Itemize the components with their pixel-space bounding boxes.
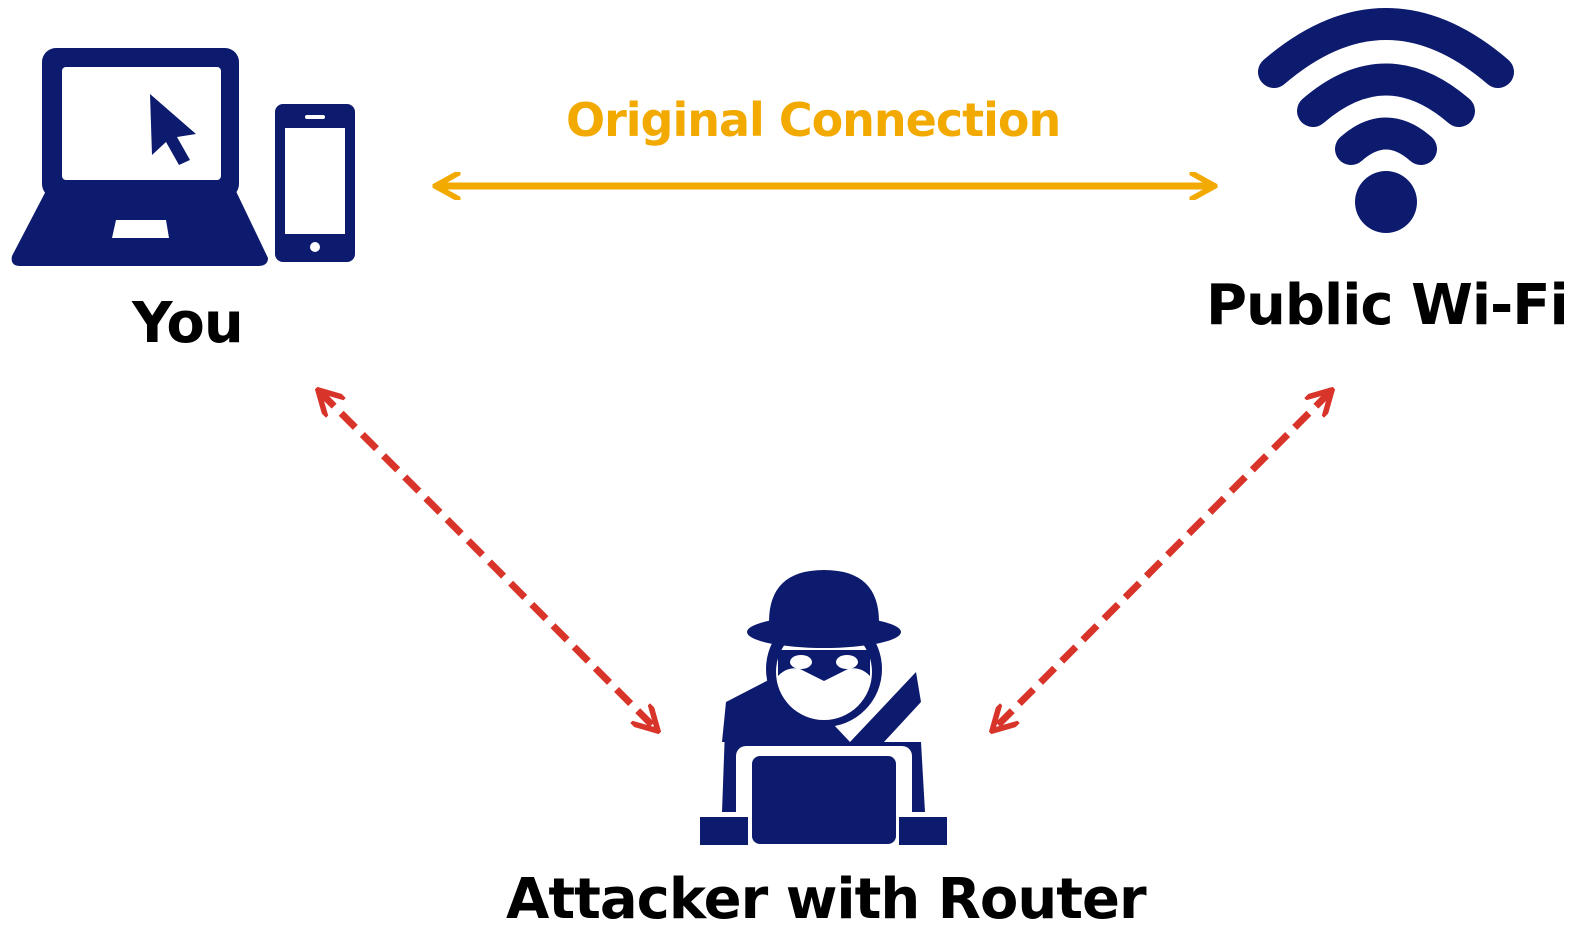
you-label: You: [132, 291, 244, 356]
original-connection-label: Original Connection: [566, 93, 1061, 147]
public-wifi-label: Public Wi-Fi: [1206, 273, 1569, 338]
laptop-icon: [11, 48, 269, 266]
smartphone-icon: [275, 104, 355, 262]
wifi-icon: [1258, 8, 1514, 233]
wifi-attacker-arrow: [994, 392, 1330, 729]
you-attacker-arrow: [320, 392, 656, 729]
hacker-icon: [700, 570, 947, 845]
attacker-label: Attacker with Router: [506, 867, 1147, 932]
